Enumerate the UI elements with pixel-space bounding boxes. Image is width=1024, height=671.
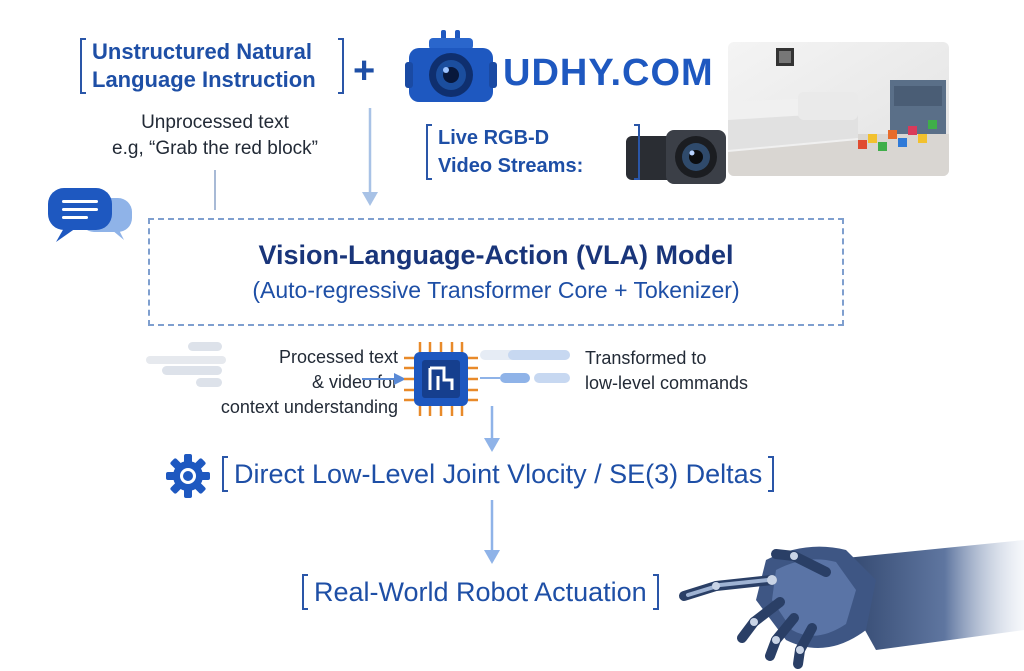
instruction-description: Unprocessed text e.g, “Grab the red bloc… xyxy=(80,110,350,162)
transformed-text-label: Transformed to low-level commands xyxy=(585,346,805,396)
faded-bars-left-icon xyxy=(146,342,226,387)
instruction-desc-line1: Unprocessed text xyxy=(141,112,289,133)
robot-actuation-label: Real-World Robot Actuation xyxy=(302,574,659,610)
vla-model-title: Vision-Language-Action (VLA) Model xyxy=(258,240,734,270)
processed-line2: & video for xyxy=(311,372,398,392)
instruction-heading-line1: Unstructured Natural xyxy=(92,39,313,64)
instruction-desc-line2: e.g, “Grab the red block” xyxy=(112,138,318,159)
command-bars-icon xyxy=(480,350,570,383)
video-stream-heading: Live RGB-D Video Streams: xyxy=(426,124,640,180)
transformed-line1: Transformed to xyxy=(585,348,707,368)
gear-icon xyxy=(166,454,210,498)
video-heading-line1: Live RGB-D xyxy=(438,127,550,149)
instruction-connector-line xyxy=(214,170,216,210)
processed-line3: context understanding xyxy=(220,397,398,417)
transformed-line2: low-level commands xyxy=(585,373,749,393)
processed-text-label: Processed text & video for context under… xyxy=(198,345,398,420)
instruction-heading-line2: Language Instruction xyxy=(92,67,316,92)
joint-velocity-deltas-label: Direct Low-Level Joint Vlocity / SE(3) D… xyxy=(222,456,775,492)
camera-logo-icon xyxy=(405,30,497,102)
processed-line1: Processed text xyxy=(278,347,398,367)
vla-model-box: Vision-Language-Action (VLA) Model (Auto… xyxy=(148,218,844,326)
video-heading-line2: Video Streams: xyxy=(438,155,584,177)
plus-sign: + xyxy=(353,50,376,92)
down-arrow-icon xyxy=(484,406,500,452)
living-room-image xyxy=(728,42,949,176)
brand-text: UDHY.COM xyxy=(503,52,714,94)
vla-model-subtitle: (Auto-regressive Transformer Core + Toke… xyxy=(252,277,740,303)
down-arrow-icon xyxy=(484,500,500,564)
processor-chip-icon xyxy=(404,342,478,416)
down-arrow-icon xyxy=(362,108,378,206)
right-arrow-icon xyxy=(362,373,406,385)
rgbd-camera-icon xyxy=(626,130,726,184)
robot-hand-icon xyxy=(679,540,1024,669)
chat-bubble-icon xyxy=(48,188,132,242)
instruction-heading: Unstructured Natural Language Instructio… xyxy=(80,38,344,94)
